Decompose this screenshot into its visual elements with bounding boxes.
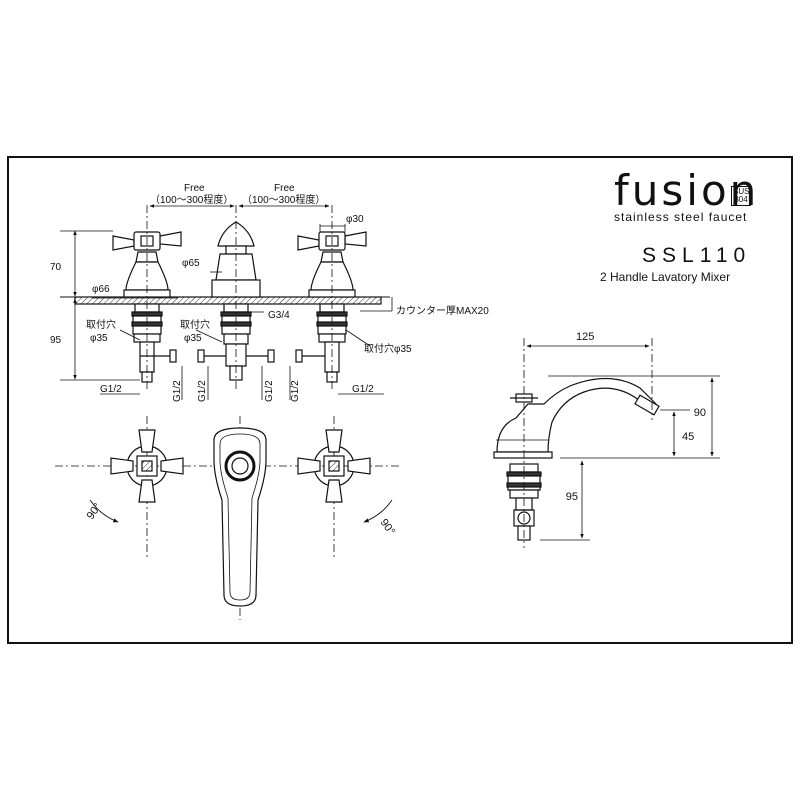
free-right-label: Free <box>274 183 295 194</box>
g12-right-label: G1/2 <box>352 384 374 395</box>
dim95-side-label: 95 <box>566 491 578 503</box>
side-spout-body <box>496 377 657 453</box>
top-view <box>55 416 400 620</box>
front-view <box>60 204 393 400</box>
dim125-label: 125 <box>576 331 594 343</box>
drawing-frame <box>7 156 793 644</box>
brand-block: fusion SUS 304 stainless steel faucet <box>614 166 760 225</box>
g12-v4-label: G1/2 <box>290 380 301 402</box>
dim90-label: 90 <box>694 407 706 419</box>
g12-v1-label: G1/2 <box>172 380 183 402</box>
g12-v3-label: G1/2 <box>264 380 275 402</box>
front-view-labels: Free （100～300程度） Free （100～300程度） φ30 φ6… <box>50 183 489 402</box>
sus304-badge: SUS 304 <box>731 186 751 206</box>
free-left-range: （100～300程度） <box>150 193 233 206</box>
brand-name: fusion <box>614 166 760 215</box>
top-spout <box>213 427 267 607</box>
free-left-label: Free <box>184 183 205 194</box>
g34-label: G3/4 <box>268 310 290 321</box>
hole-left-label: 取付穴 <box>86 318 116 331</box>
top-right-handle <box>297 429 393 523</box>
dia66-label: φ66 <box>92 284 110 295</box>
brand-tagline: stainless steel faucet <box>614 210 748 224</box>
hole-mid-dia: φ35 <box>184 333 202 344</box>
angle-right-label: 90° <box>378 517 397 538</box>
dim95-label: 95 <box>50 335 62 346</box>
badge-line1: SUS <box>733 187 750 196</box>
g12-left-label: G1/2 <box>100 384 122 395</box>
side-view <box>493 338 720 548</box>
top-left-handle <box>89 429 184 523</box>
model-description: 2 Handle Lavatory Mixer <box>600 270 731 284</box>
hole-left-dia: φ35 <box>90 333 108 344</box>
free-right-range: （100～300程度） <box>242 193 325 206</box>
dim45-label: 45 <box>682 431 694 443</box>
angle-left-label: 90° <box>85 501 104 522</box>
hole-mid-label: 取付穴 <box>180 318 210 331</box>
dia30-label: φ30 <box>346 214 364 225</box>
dim70-label: 70 <box>50 262 62 273</box>
dia65-label: φ65 <box>182 258 200 269</box>
counter-label: カウンター厚MAX20 <box>396 305 489 317</box>
g12-v2-label: G1/2 <box>197 380 208 402</box>
model-number: SSL110 <box>642 244 752 267</box>
badge-line2: 304 <box>734 195 748 204</box>
hole-right-label: 取付穴φ35 <box>364 342 412 355</box>
